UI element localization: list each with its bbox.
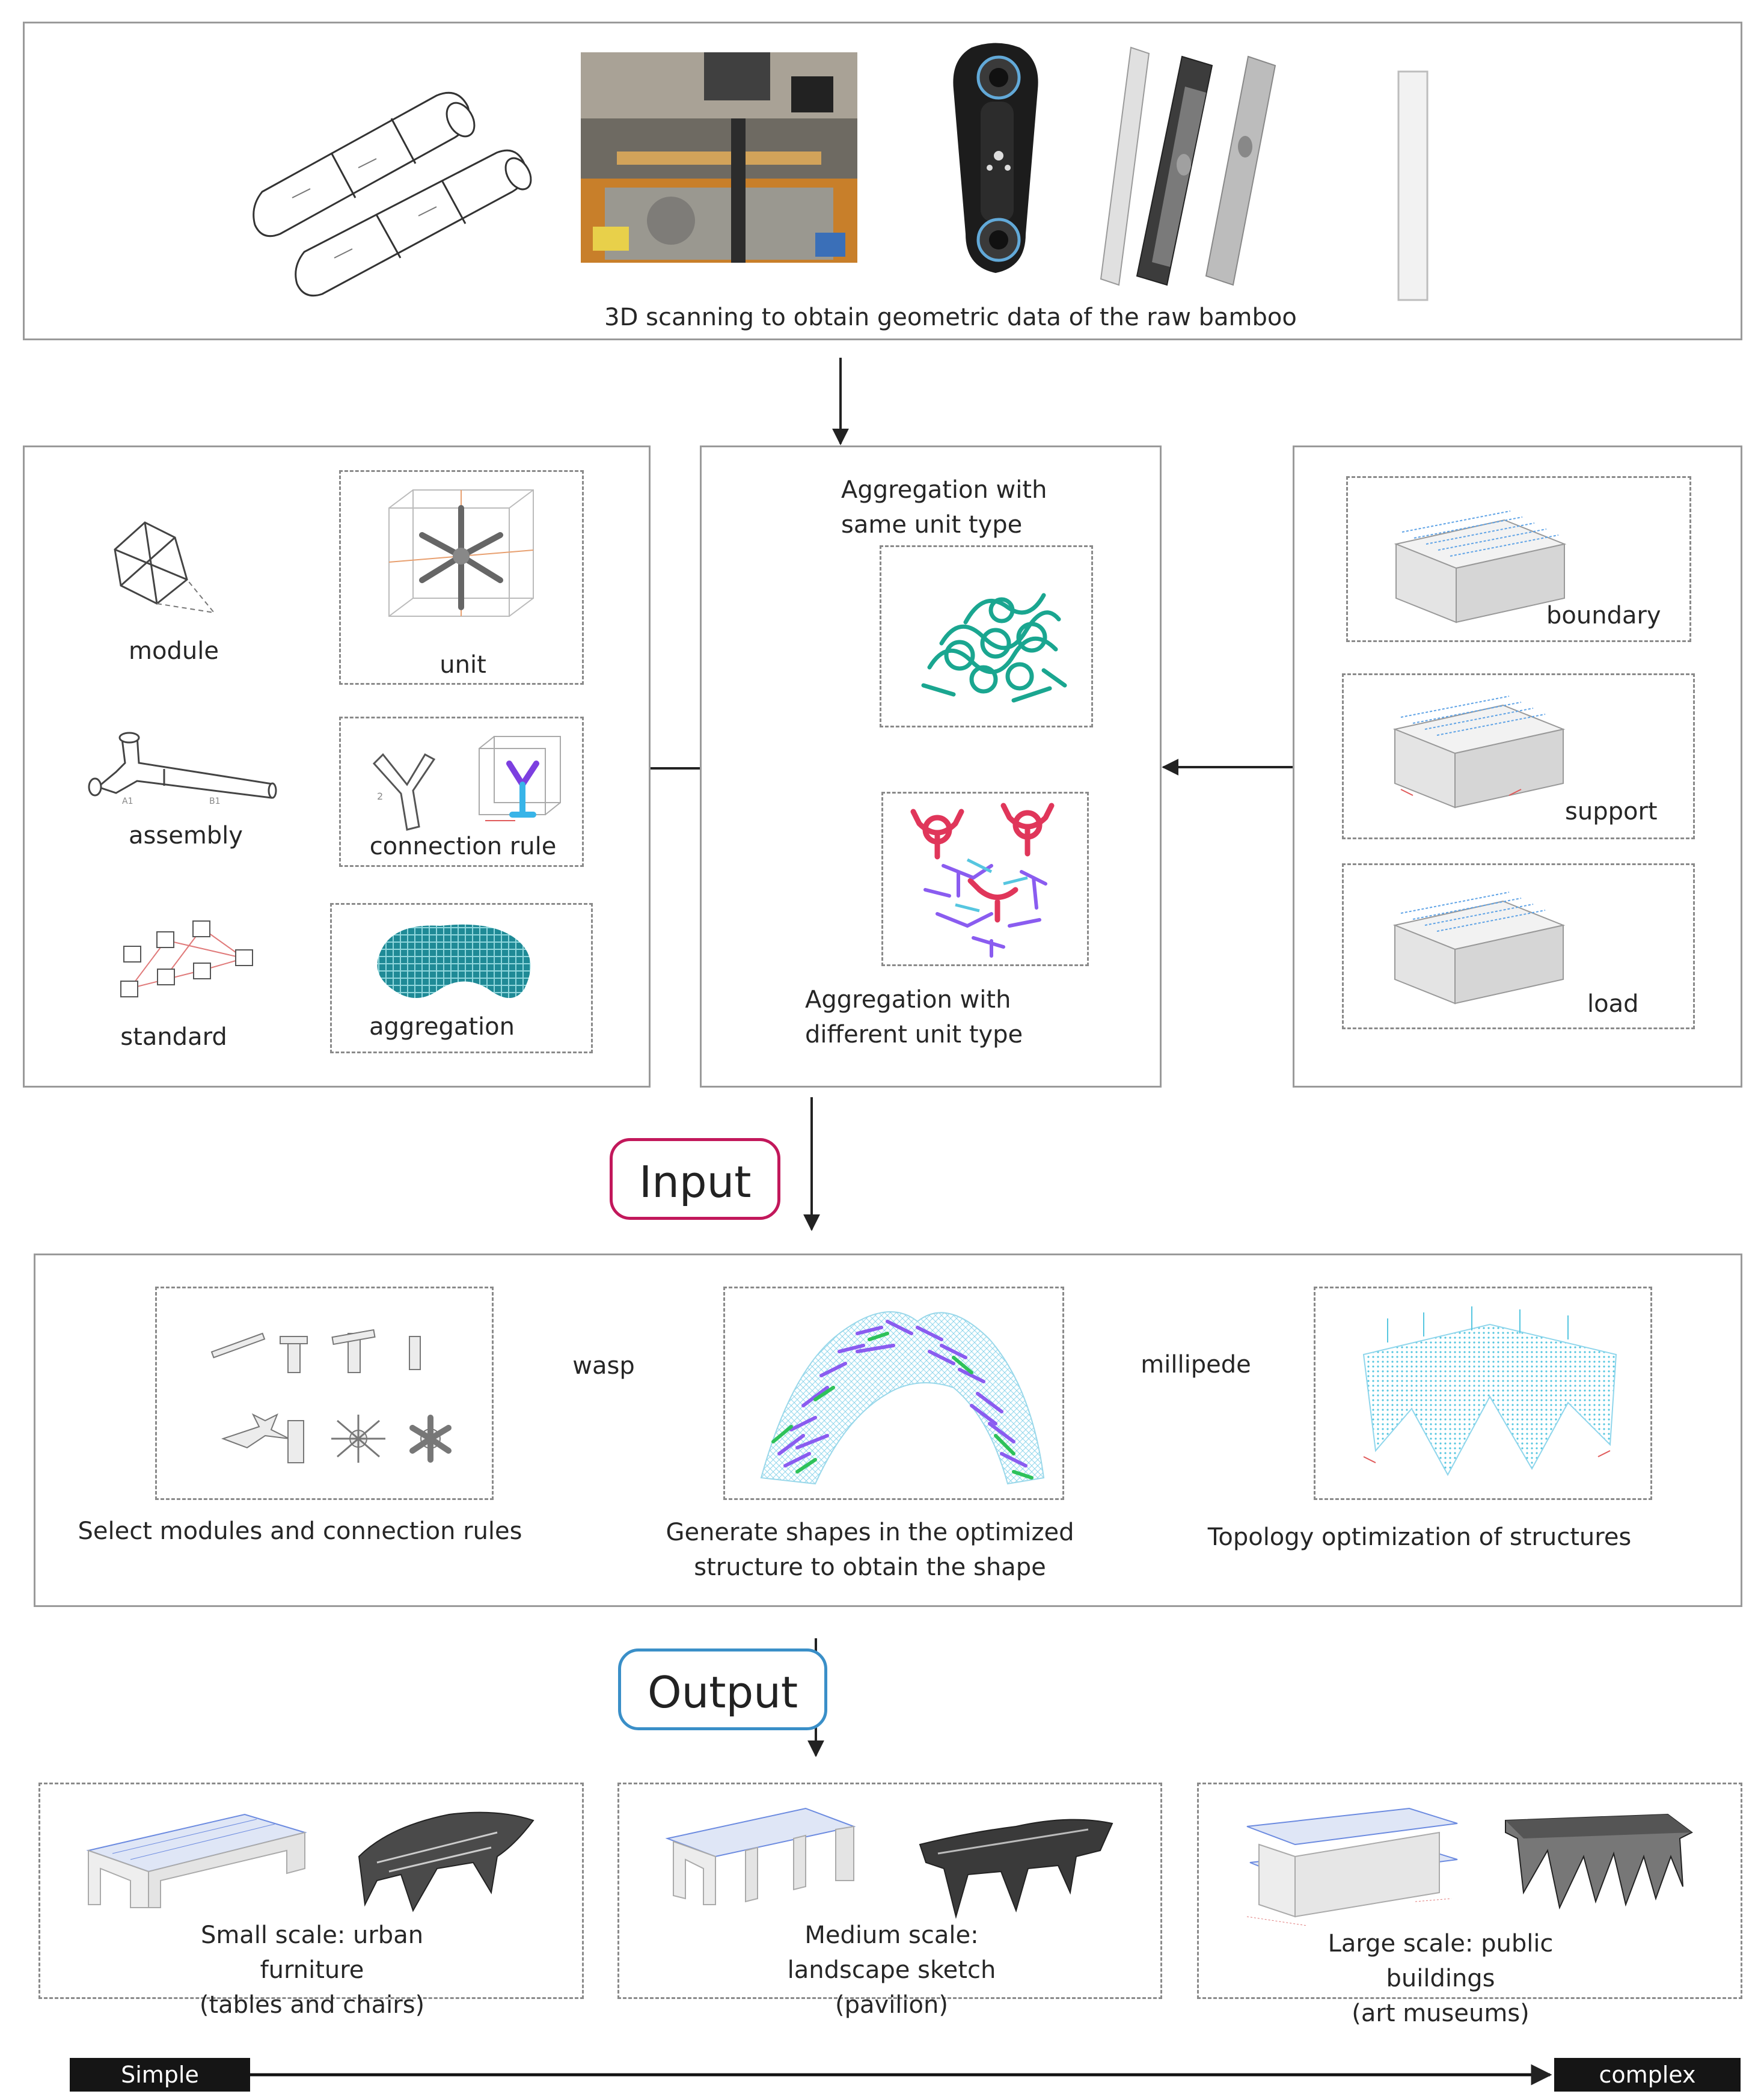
modules-figure: [210, 1329, 452, 1463]
aggregation-figure: [377, 924, 531, 998]
aggregation-same-figure: [921, 593, 1067, 703]
unit-figure: [388, 489, 534, 617]
aggregation-different-figure: [910, 803, 1055, 958]
scale-simple-label: Simple: [70, 2058, 250, 2092]
topology-box: [1314, 1287, 1652, 1500]
connection-rule-box: 2 connection rule: [339, 717, 584, 867]
wasp-label: wasp: [572, 1352, 635, 1380]
load-figure: [1392, 892, 1566, 1005]
boundary-box: boundary: [1346, 476, 1691, 642]
generated-shape-box: [723, 1287, 1064, 1500]
output-large-caption: Large scale: public buildings (art museu…: [1328, 1930, 1554, 2027]
aggregation-box: aggregation: [330, 903, 593, 1053]
generation-panel: Select modules and connection rules wasp…: [34, 1254, 1742, 1607]
scanning-photo: [581, 52, 857, 263]
boundary-label: boundary: [1546, 602, 1661, 629]
output-medium-caption: Medium scale: landscape sketch (pavilion…: [787, 1921, 996, 2019]
assembly-sketch: A1 B1: [88, 732, 277, 805]
support-figure: [1392, 696, 1566, 809]
generated-shape-figure: [760, 1311, 1045, 1485]
load-box: load: [1342, 863, 1695, 1029]
aggregation-label: aggregation: [369, 1013, 515, 1041]
aggregation-panel: Aggregation with same unit type: [700, 445, 1162, 1088]
output-small-figure: [86, 1811, 534, 1912]
modules-box: [155, 1287, 494, 1500]
support-box: support: [1342, 673, 1695, 839]
topology-figure: [1362, 1306, 1617, 1477]
support-label: support: [1565, 798, 1658, 825]
scanning-panel: 3D scanning to obtain geometric data of …: [23, 22, 1742, 340]
unit-box: unit: [339, 470, 584, 685]
module-label: module: [129, 637, 219, 665]
scale-complex-label: complex: [1554, 2058, 1741, 2092]
constraints-panel: boundary support load: [1293, 445, 1742, 1088]
standard-label: standard: [120, 1023, 227, 1051]
output-medium-box: Medium scale: landscape sketch (pavilion…: [617, 1783, 1162, 2019]
aggregation-same-label: Aggregation with same unit type: [841, 476, 1047, 539]
millipede-label: millipede: [1141, 1351, 1251, 1379]
module-sketch: [114, 521, 216, 614]
bamboo-sketch-figure: [253, 91, 532, 297]
connection-rule-figure: 2: [372, 736, 561, 831]
unit-label: unit: [439, 651, 486, 679]
output-small-caption: Small scale: urban furniture (tables and…: [199, 1921, 425, 2019]
topology-caption: Topology optimization of structures: [1207, 1523, 1632, 1551]
parameters-panel: module unit A1: [23, 445, 651, 1088]
input-badge: Input: [610, 1138, 781, 1220]
svg-text:B1: B1: [209, 797, 221, 805]
aggregation-different-box: [881, 792, 1089, 966]
output-medium-figure: [665, 1807, 1113, 1919]
output-small-box: Small scale: urban furniture (tables and…: [38, 1783, 584, 2019]
scan-model-sequence: [1100, 46, 1429, 301]
scanning-caption: 3D scanning to obtain geometric data of …: [604, 304, 1297, 331]
svg-text:A1: A1: [122, 797, 133, 805]
output-badge: Output: [618, 1648, 828, 1730]
connection-rule-label: connection rule: [369, 833, 557, 860]
assembly-label: assembly: [129, 822, 243, 849]
3d-scanner-icon: [953, 43, 1038, 273]
output-large-box: Large scale: public buildings (art museu…: [1197, 1783, 1742, 2027]
generate-shapes-caption: Generate shapes in the optimized structu…: [666, 1519, 1074, 1581]
aggregation-same-box: [880, 545, 1093, 727]
aggregation-different-label: Aggregation with different unit type: [805, 986, 1023, 1048]
output-large-figure: [1246, 1807, 1693, 1926]
standard-sketch: [120, 920, 253, 997]
load-label: load: [1587, 990, 1639, 1018]
svg-text:2: 2: [377, 791, 383, 802]
select-modules-caption: Select modules and connection rules: [78, 1517, 522, 1545]
boundary-figure: [1394, 510, 1567, 623]
